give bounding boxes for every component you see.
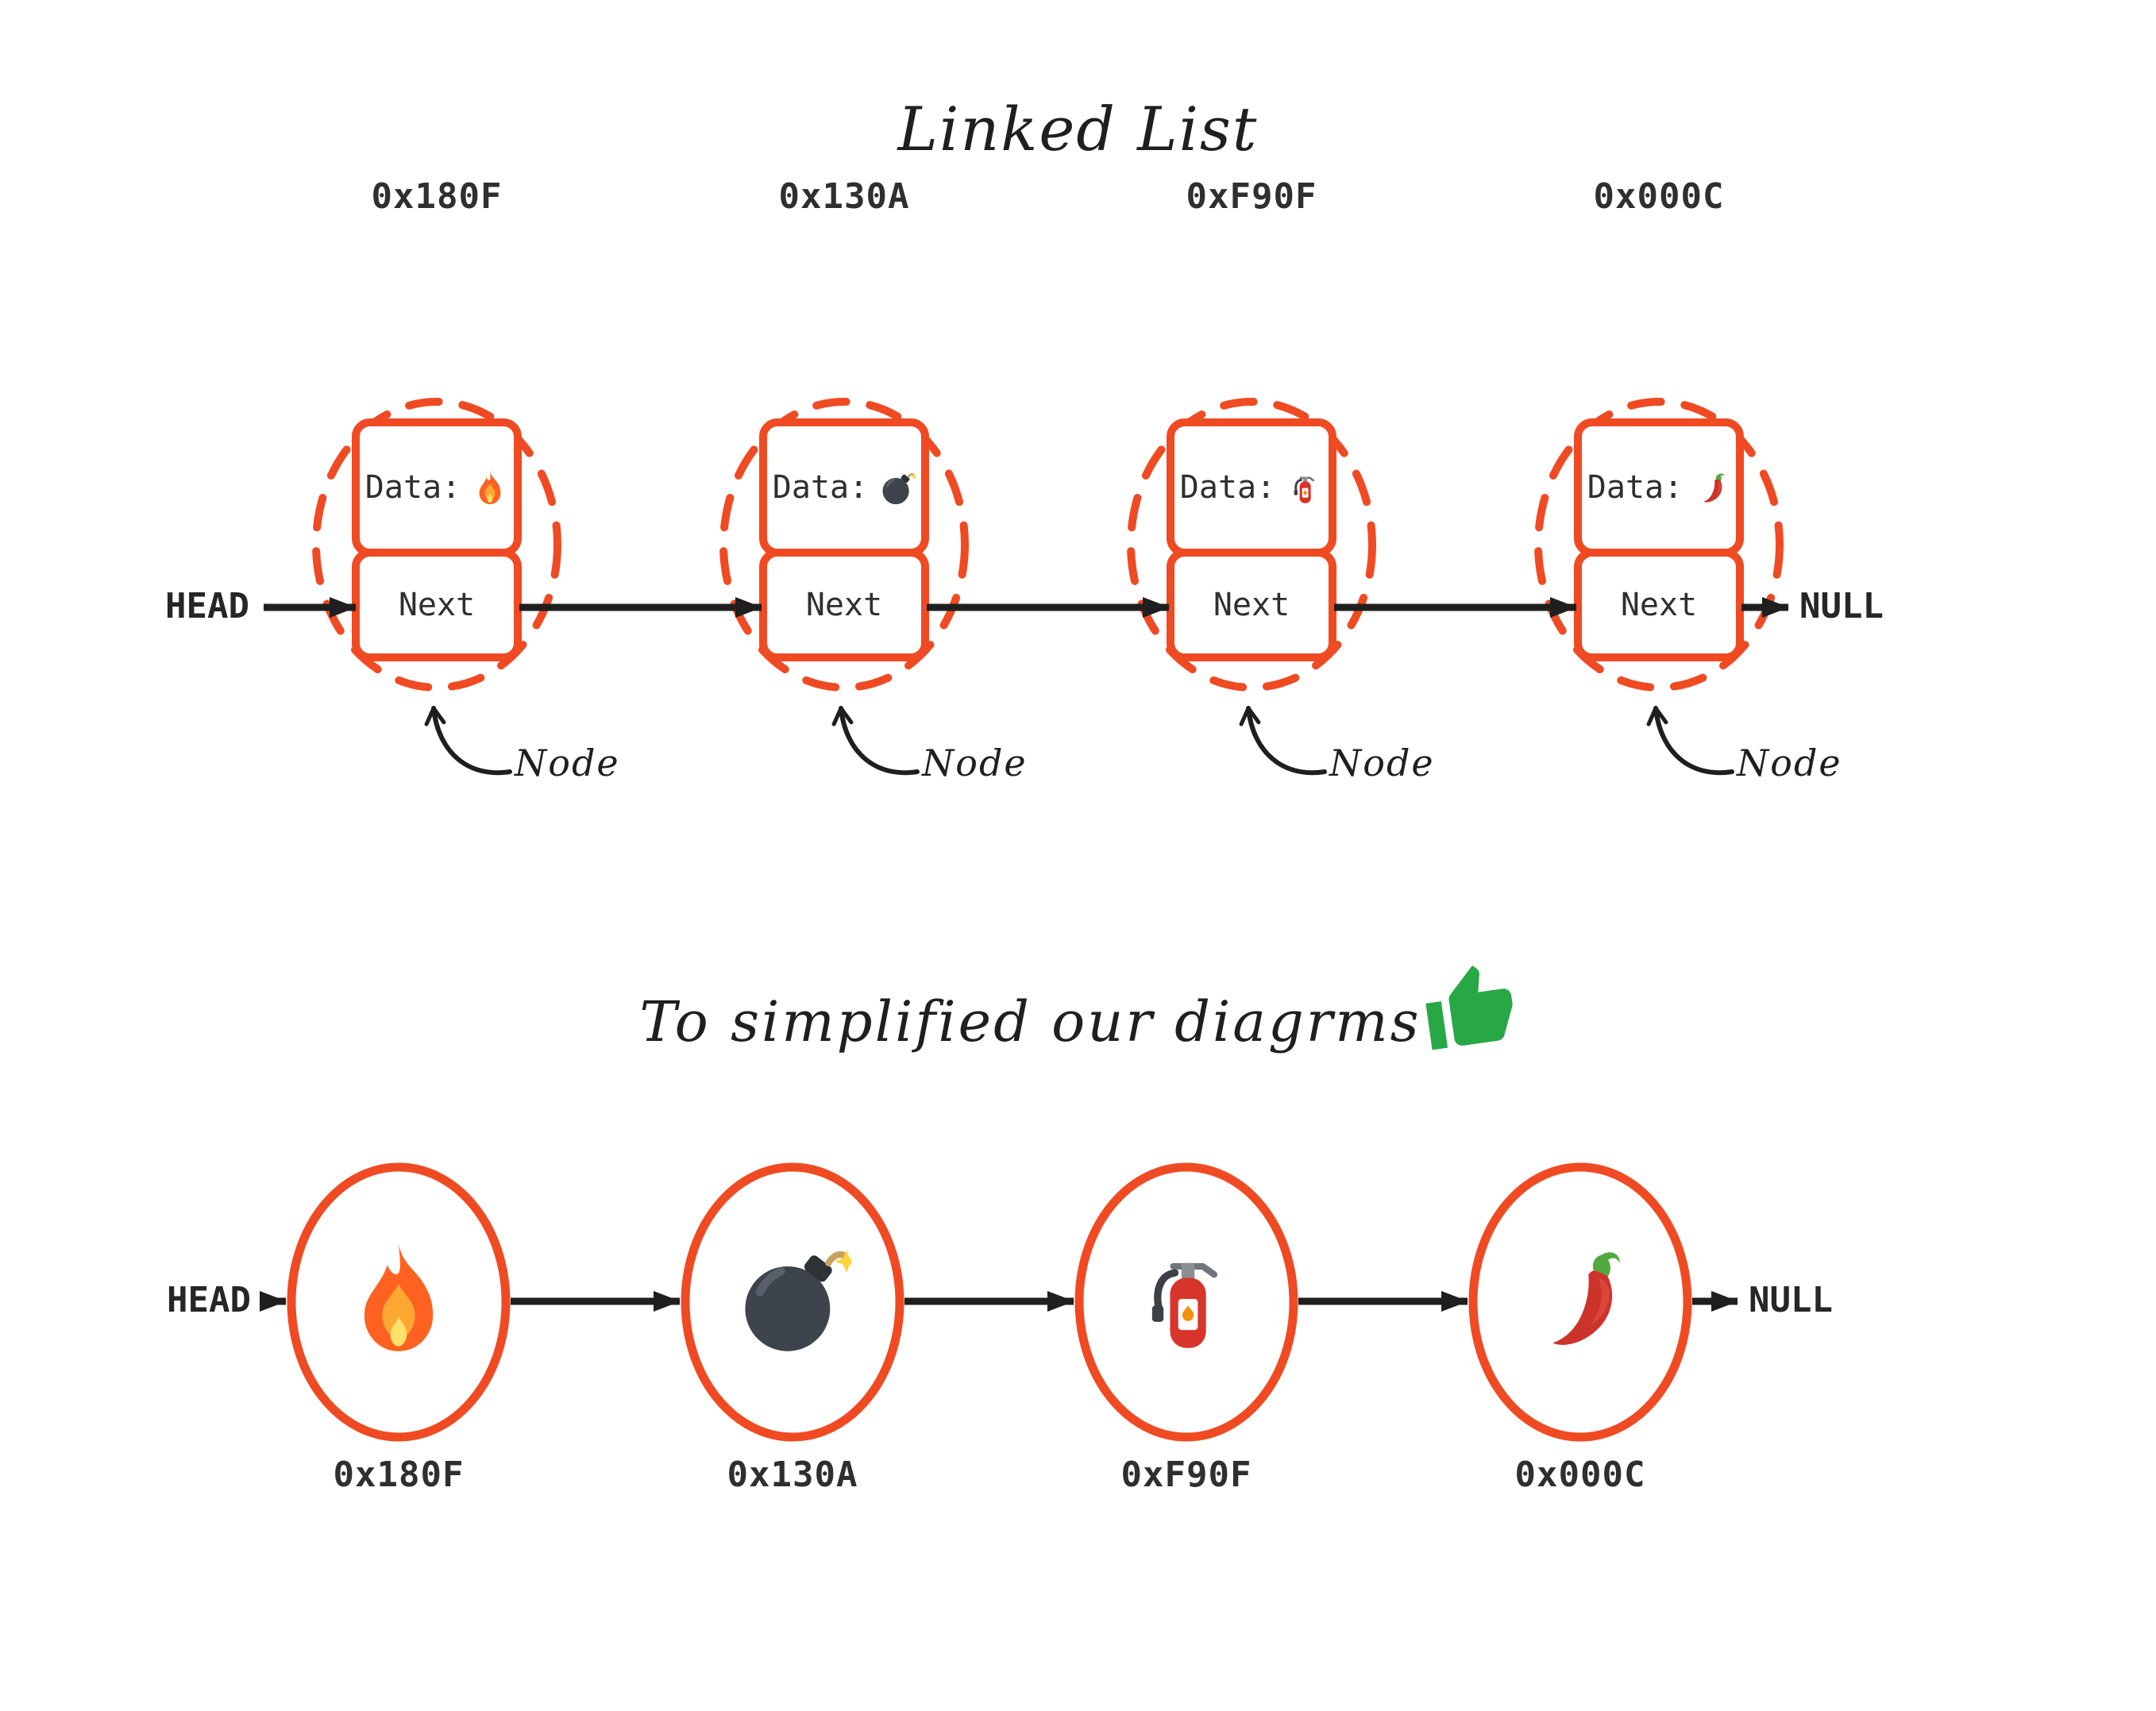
fire-extinguisher-icon [1128,1239,1245,1356]
page-title: Linked List [897,94,1259,164]
node-record-boxes [352,418,1744,661]
node-ring-3 [1127,398,1376,692]
dashed-node-rings [312,398,1784,692]
node-callout-arrow [424,706,512,776]
node-address: 0x000C [1593,176,1725,217]
node-callout-arrow [1239,706,1327,776]
bomb-icon [879,469,916,506]
node-ring-2 [719,398,969,692]
bomb-icon [734,1239,851,1356]
chili-pepper-icon [1522,1239,1639,1356]
head-label: HEAD [165,586,249,626]
node-callout-arrow [1646,706,1734,776]
node-address: 0xF90F [1186,176,1317,217]
node-callout-label: Node [1737,742,1842,784]
data-cell: Data: [360,430,514,545]
data-cell-label: Data: [364,469,461,506]
node-ring-4 [1534,398,1784,692]
node-callout-label: Node [515,742,620,784]
next-cell: Next [805,587,883,623]
next-cell-box [1574,549,1744,661]
node-address: 0x180F [371,176,503,217]
fire-extinguisher-icon [1286,469,1323,506]
null-label: NULL [1749,1280,1833,1320]
node-callout-label: Node [922,742,1028,784]
next-cell: Next [1620,587,1698,623]
simple-ring-4 [1468,1162,1692,1442]
next-cell-box [759,549,929,661]
data-cell: Data: [767,430,921,545]
data-cell-label: Data: [772,469,869,506]
fire-icon [472,469,508,506]
next-cell: Next [398,587,476,623]
node-address: 0x180F [333,1455,465,1495]
node-address: 0x130A [778,176,910,217]
node-address: 0xF90F [1120,1455,1252,1495]
node-callout-arrow [831,706,920,776]
simplified-section-title: To simplified our diagrms [0,989,2156,1056]
node-address: 0x130A [727,1455,858,1495]
data-cell-label: Data: [1587,469,1684,506]
node-address: 0x000C [1514,1455,1646,1495]
chili-pepper-icon [1694,469,1730,506]
next-cell: Next [1213,587,1290,623]
node-ring-1 [312,398,561,692]
node-callout-arrows [424,706,1734,776]
simplified-title-text: To simplified our diagrms [639,989,1421,1054]
thumbs-up-icon [1417,956,1522,1062]
data-cell: Data: [1582,430,1736,545]
node-callout-label: Node [1329,742,1435,784]
fire-icon [340,1239,457,1356]
head-label: HEAD [167,1280,251,1320]
null-label: NULL [1799,586,1884,626]
next-cell-box [1167,549,1336,661]
data-cell-label: Data: [1179,469,1276,506]
data-cell: Data: [1174,430,1329,545]
